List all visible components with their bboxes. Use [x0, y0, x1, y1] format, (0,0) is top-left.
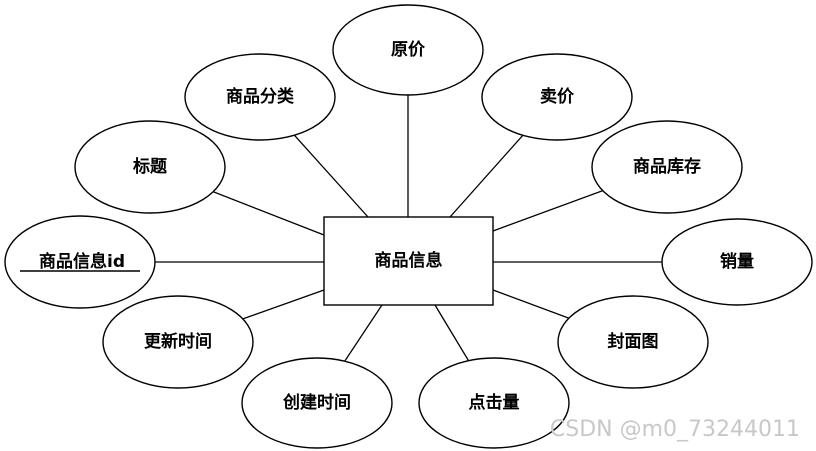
attribute-ellipse-biaoti: [74, 120, 226, 214]
attribute-ellipse-xiaoliang: [661, 218, 813, 306]
attribute-ellipse-maijia: [481, 53, 633, 141]
attribute-label-gengxin: 更新时间: [144, 331, 212, 352]
attribute-ellipse-fenlei: [184, 53, 336, 141]
attribute-ellipse-xinxi-id: [4, 215, 156, 309]
attribute-ellipse-dianji: [418, 357, 570, 449]
entity-box: [323, 216, 494, 306]
attribute-ellipse-gengxin: [102, 295, 254, 389]
watermark: CSDN @m0_73244011: [550, 417, 800, 442]
attribute-ellipse-chuangjian: [241, 357, 393, 449]
attribute-label-fenlei: 商品分类: [226, 86, 295, 107]
entity-label: 商品信息: [375, 250, 443, 271]
attribute-label-yuanjia: 原价: [391, 40, 426, 60]
attribute-label-fengmian: 封面图: [608, 331, 659, 352]
attribute-label-xinxi-id: 商品信息id: [39, 251, 125, 272]
attribute-label-kucun: 商品库存: [633, 156, 701, 177]
attribute-label-dianji: 点击量: [469, 392, 520, 413]
attribute-ellipse-kucun: [591, 120, 743, 214]
attribute-label-maijia: 卖价: [540, 86, 575, 107]
attribute-ellipse-yuanjia: [332, 4, 484, 96]
attribute-label-chuangjian: 创建时间: [282, 392, 351, 413]
attribute-label-xiaoliang: 销量: [720, 251, 754, 272]
attribute-label-biaoti: 标题: [133, 156, 168, 177]
attribute-ellipse-fengmian: [557, 295, 709, 389]
